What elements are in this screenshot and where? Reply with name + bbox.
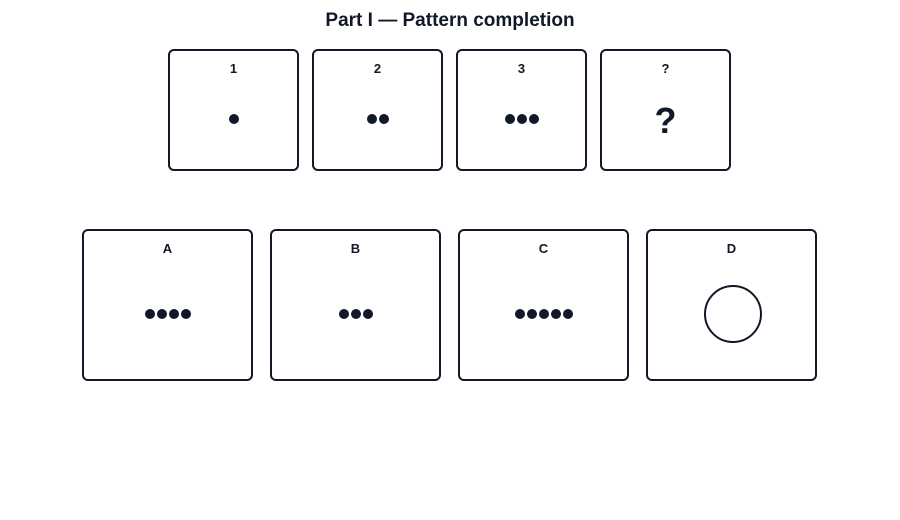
option-card-label: D: [726, 241, 737, 256]
page-title: Part I — Pattern completion: [325, 10, 575, 31]
dot: [526, 309, 537, 319]
dot: [144, 309, 155, 319]
dot: [550, 309, 561, 319]
sequence-card-1: 1: [168, 49, 299, 171]
option-card-a[interactable]: A: [82, 229, 253, 381]
sequence-card-label: ?: [661, 61, 670, 76]
dot: [504, 114, 515, 124]
dot: [338, 309, 349, 319]
dot: [168, 309, 179, 319]
option-card-label: C: [538, 241, 549, 256]
dot: [528, 114, 539, 124]
dot-group: [314, 114, 441, 124]
option-card-label: B: [350, 241, 361, 256]
option-card-label: A: [162, 241, 173, 256]
sequence-card-label: 1: [229, 61, 238, 76]
option-card-b[interactable]: B: [270, 229, 441, 381]
dot: [156, 309, 167, 319]
sequence-card-2: 2: [312, 49, 443, 171]
dot: [378, 114, 389, 124]
dot: [350, 309, 361, 319]
dot: [180, 309, 191, 319]
dot: [538, 309, 549, 319]
dot-group: [272, 309, 439, 319]
dot-group: [458, 114, 585, 124]
circle-outline-shape: [704, 285, 762, 343]
sequence-card-3: 3: [456, 49, 587, 171]
sequence-card-label: 2: [373, 61, 382, 76]
sequence-card-missing: ? ?: [600, 49, 731, 171]
option-card-c[interactable]: C: [458, 229, 629, 381]
dot-group: [460, 309, 627, 319]
question-mark: ?: [654, 100, 677, 141]
dot: [562, 309, 573, 319]
dot: [362, 309, 373, 319]
dot: [514, 309, 525, 319]
dot-group: [84, 309, 251, 319]
sequence-card-label: 3: [517, 61, 526, 76]
dot: [516, 114, 527, 124]
option-card-d[interactable]: D: [646, 229, 817, 381]
dot: [366, 114, 377, 124]
dot: [228, 114, 239, 124]
dot-group: [170, 114, 297, 124]
